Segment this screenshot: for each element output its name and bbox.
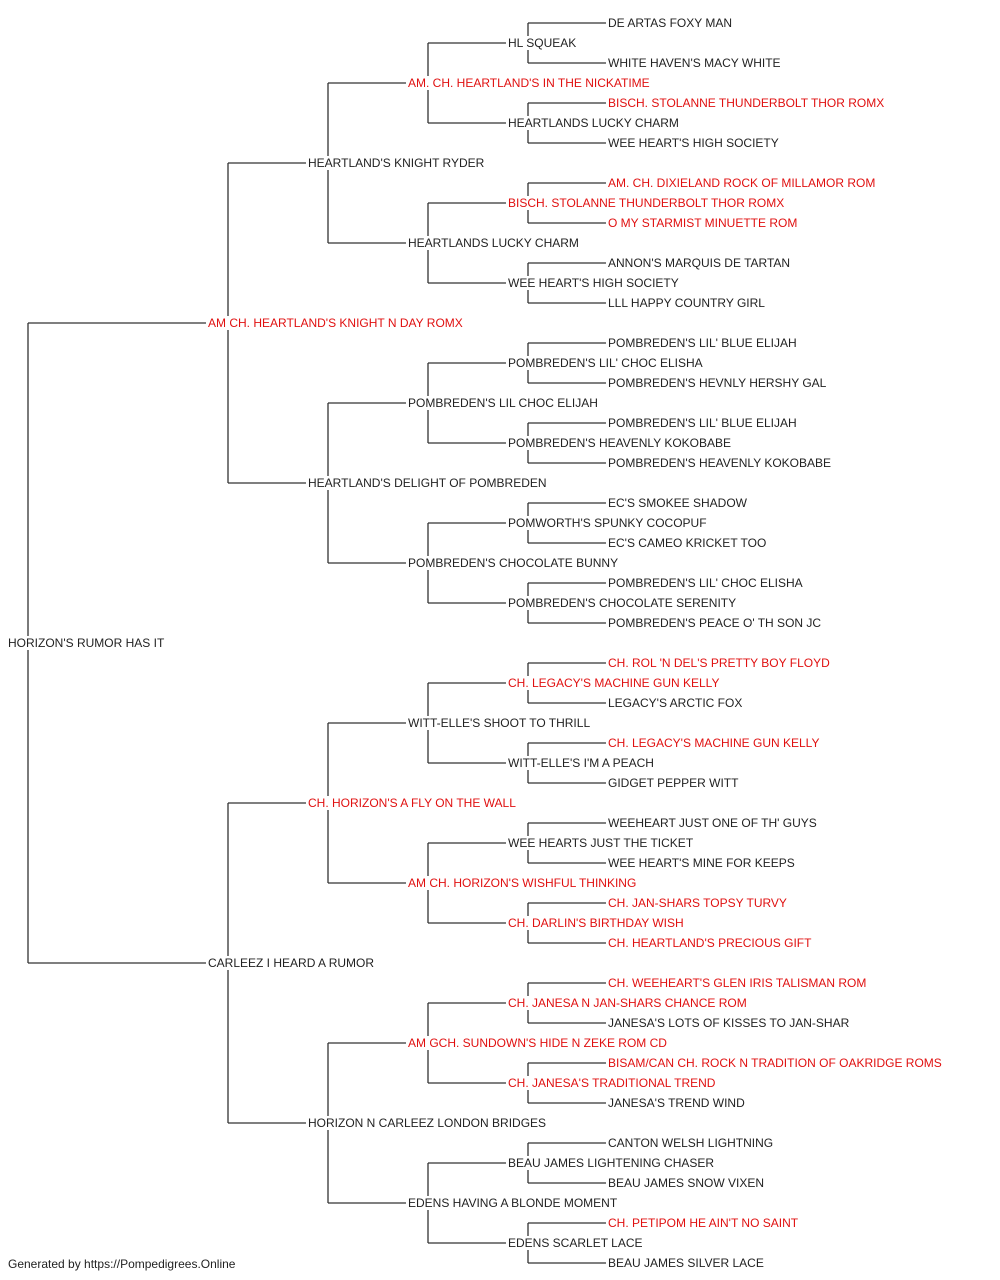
ancestor-name: BISCH. STOLANNE THUNDERBOLT THOR ROMX [507, 196, 786, 210]
ancestor-name: POMBREDEN'S CHOCOLATE BUNNY [407, 556, 620, 570]
ancestor-name: CANTON WELSH LIGHTNING [607, 1136, 775, 1150]
ancestor-name: BEAU JAMES SNOW VIXEN [607, 1176, 766, 1190]
ancestor-name: O MY STARMIST MINUETTE ROM [607, 216, 799, 230]
ancestor-name: HEARTLANDS LUCKY CHARM [407, 236, 580, 250]
ancestor-name: BISAM/CAN CH. ROCK N TRADITION OF OAKRID… [607, 1056, 943, 1070]
ancestor-name: POMBREDEN'S HEVNLY HERSHY GAL [607, 376, 828, 390]
ancestor-name: CH. JANESA'S TRADITIONAL TREND [507, 1076, 717, 1090]
ancestor-name: WEE HEART'S HIGH SOCIETY [607, 136, 780, 150]
ancestor-name: HEARTLAND'S KNIGHT RYDER [307, 156, 486, 170]
ancestor-name: AM. CH. DIXIELAND ROCK OF MILLAMOR ROM [607, 176, 877, 190]
ancestor-name: POMBREDEN'S PEACE O' TH SON JC [607, 616, 823, 630]
ancestor-name: CH. WEEHEART'S GLEN IRIS TALISMAN ROM [607, 976, 868, 990]
ancestor-name: AM CH. HORIZON'S WISHFUL THINKING [407, 876, 638, 890]
ancestor-name: CH. JANESA N JAN-SHARS CHANCE ROM [507, 996, 748, 1010]
ancestor-name: WEE HEART'S HIGH SOCIETY [507, 276, 680, 290]
ancestor-name: EC'S CAMEO KRICKET TOO [607, 536, 768, 550]
ancestor-name: HL SQUEAK [507, 36, 578, 50]
ancestor-name: AM. CH. HEARTLAND'S IN THE NICKATIME [407, 76, 651, 90]
ancestor-name: WEE HEARTS JUST THE TICKET [507, 836, 695, 850]
ancestor-name: AM GCH. SUNDOWN'S HIDE N ZEKE ROM CD [407, 1036, 668, 1050]
ancestor-name: WHITE HAVEN'S MACY WHITE [607, 56, 782, 70]
ancestor-name: ANNON'S MARQUIS DE TARTAN [607, 256, 792, 270]
ancestor-name: POMBREDEN'S HEAVENLY KOKOBABE [507, 436, 733, 450]
ancestor-name: EC'S SMOKEE SHADOW [607, 496, 748, 510]
ancestor-name: CH. LEGACY'S MACHINE GUN KELLY [607, 736, 821, 750]
ancestor-name: POMBREDEN'S HEAVENLY KOKOBABE [607, 456, 833, 470]
ancestor-name: LLL HAPPY COUNTRY GIRL [607, 296, 766, 310]
ancestor-name: POMBREDEN'S LIL' CHOC ELISHA [607, 576, 804, 590]
ancestor-name: CH. HORIZON'S A FLY ON THE WALL [307, 796, 517, 810]
ancestor-name: WEE HEART'S MINE FOR KEEPS [607, 856, 796, 870]
ancestor-name: CH. PETIPOM HE AIN'T NO SAINT [607, 1216, 800, 1230]
ancestor-name: BEAU JAMES SILVER LACE [607, 1256, 765, 1270]
ancestor-name: WITT-ELLE'S SHOOT TO THRILL [407, 716, 592, 730]
ancestor-name: LEGACY'S ARCTIC FOX [607, 696, 744, 710]
ancestor-name: POMBREDEN'S LIL CHOC ELIJAH [407, 396, 599, 410]
ancestor-name: CH. DARLIN'S BIRTHDAY WISH [507, 916, 685, 930]
ancestor-name: EDENS HAVING A BLONDE MOMENT [407, 1196, 619, 1210]
ancestor-name: DE ARTAS FOXY MAN [607, 16, 734, 30]
ancestor-name: POMBREDEN'S CHOCOLATE SERENITY [507, 596, 738, 610]
ancestor-name: HEARTLAND'S DELIGHT OF POMBREDEN [307, 476, 548, 490]
ancestor-name: POMBREDEN'S LIL' CHOC ELISHA [507, 356, 704, 370]
ancestor-name: POMWORTH'S SPUNKY COCOPUF [507, 516, 708, 530]
ancestor-name: CH. HEARTLAND'S PRECIOUS GIFT [607, 936, 813, 950]
generated-by-footer: Generated by https://Pompedigrees.Online [8, 1257, 236, 1271]
ancestor-name: AM CH. HEARTLAND'S KNIGHT N DAY ROMX [207, 316, 464, 330]
ancestor-name: JANESA'S TREND WIND [607, 1096, 746, 1110]
ancestor-name: BEAU JAMES LIGHTENING CHASER [507, 1156, 716, 1170]
ancestor-name: BISCH. STOLANNE THUNDERBOLT THOR ROMX [607, 96, 886, 110]
ancestor-name: EDENS SCARLET LACE [507, 1236, 644, 1250]
ancestor-name: CH. LEGACY'S MACHINE GUN KELLY [507, 676, 721, 690]
ancestor-name: HEARTLANDS LUCKY CHARM [507, 116, 680, 130]
ancestor-name: CH. JAN-SHARS TOPSY TURVY [607, 896, 788, 910]
ancestor-name: HORIZON N CARLEEZ LONDON BRIDGES [307, 1116, 548, 1130]
subject-dog-name: HORIZON'S RUMOR HAS IT [7, 636, 166, 650]
ancestor-name: CARLEEZ I HEARD A RUMOR [207, 956, 376, 970]
ancestor-name: WITT-ELLE'S I'M A PEACH [507, 756, 655, 770]
ancestor-name: WEEHEART JUST ONE OF TH' GUYS [607, 816, 818, 830]
ancestor-name: JANESA'S LOTS OF KISSES TO JAN-SHAR [607, 1016, 851, 1030]
ancestor-name: GIDGET PEPPER WITT [607, 776, 740, 790]
ancestor-name: POMBREDEN'S LIL' BLUE ELIJAH [607, 336, 798, 350]
ancestor-name: POMBREDEN'S LIL' BLUE ELIJAH [607, 416, 798, 430]
ancestor-name: CH. ROL 'N DEL'S PRETTY BOY FLOYD [607, 656, 831, 670]
